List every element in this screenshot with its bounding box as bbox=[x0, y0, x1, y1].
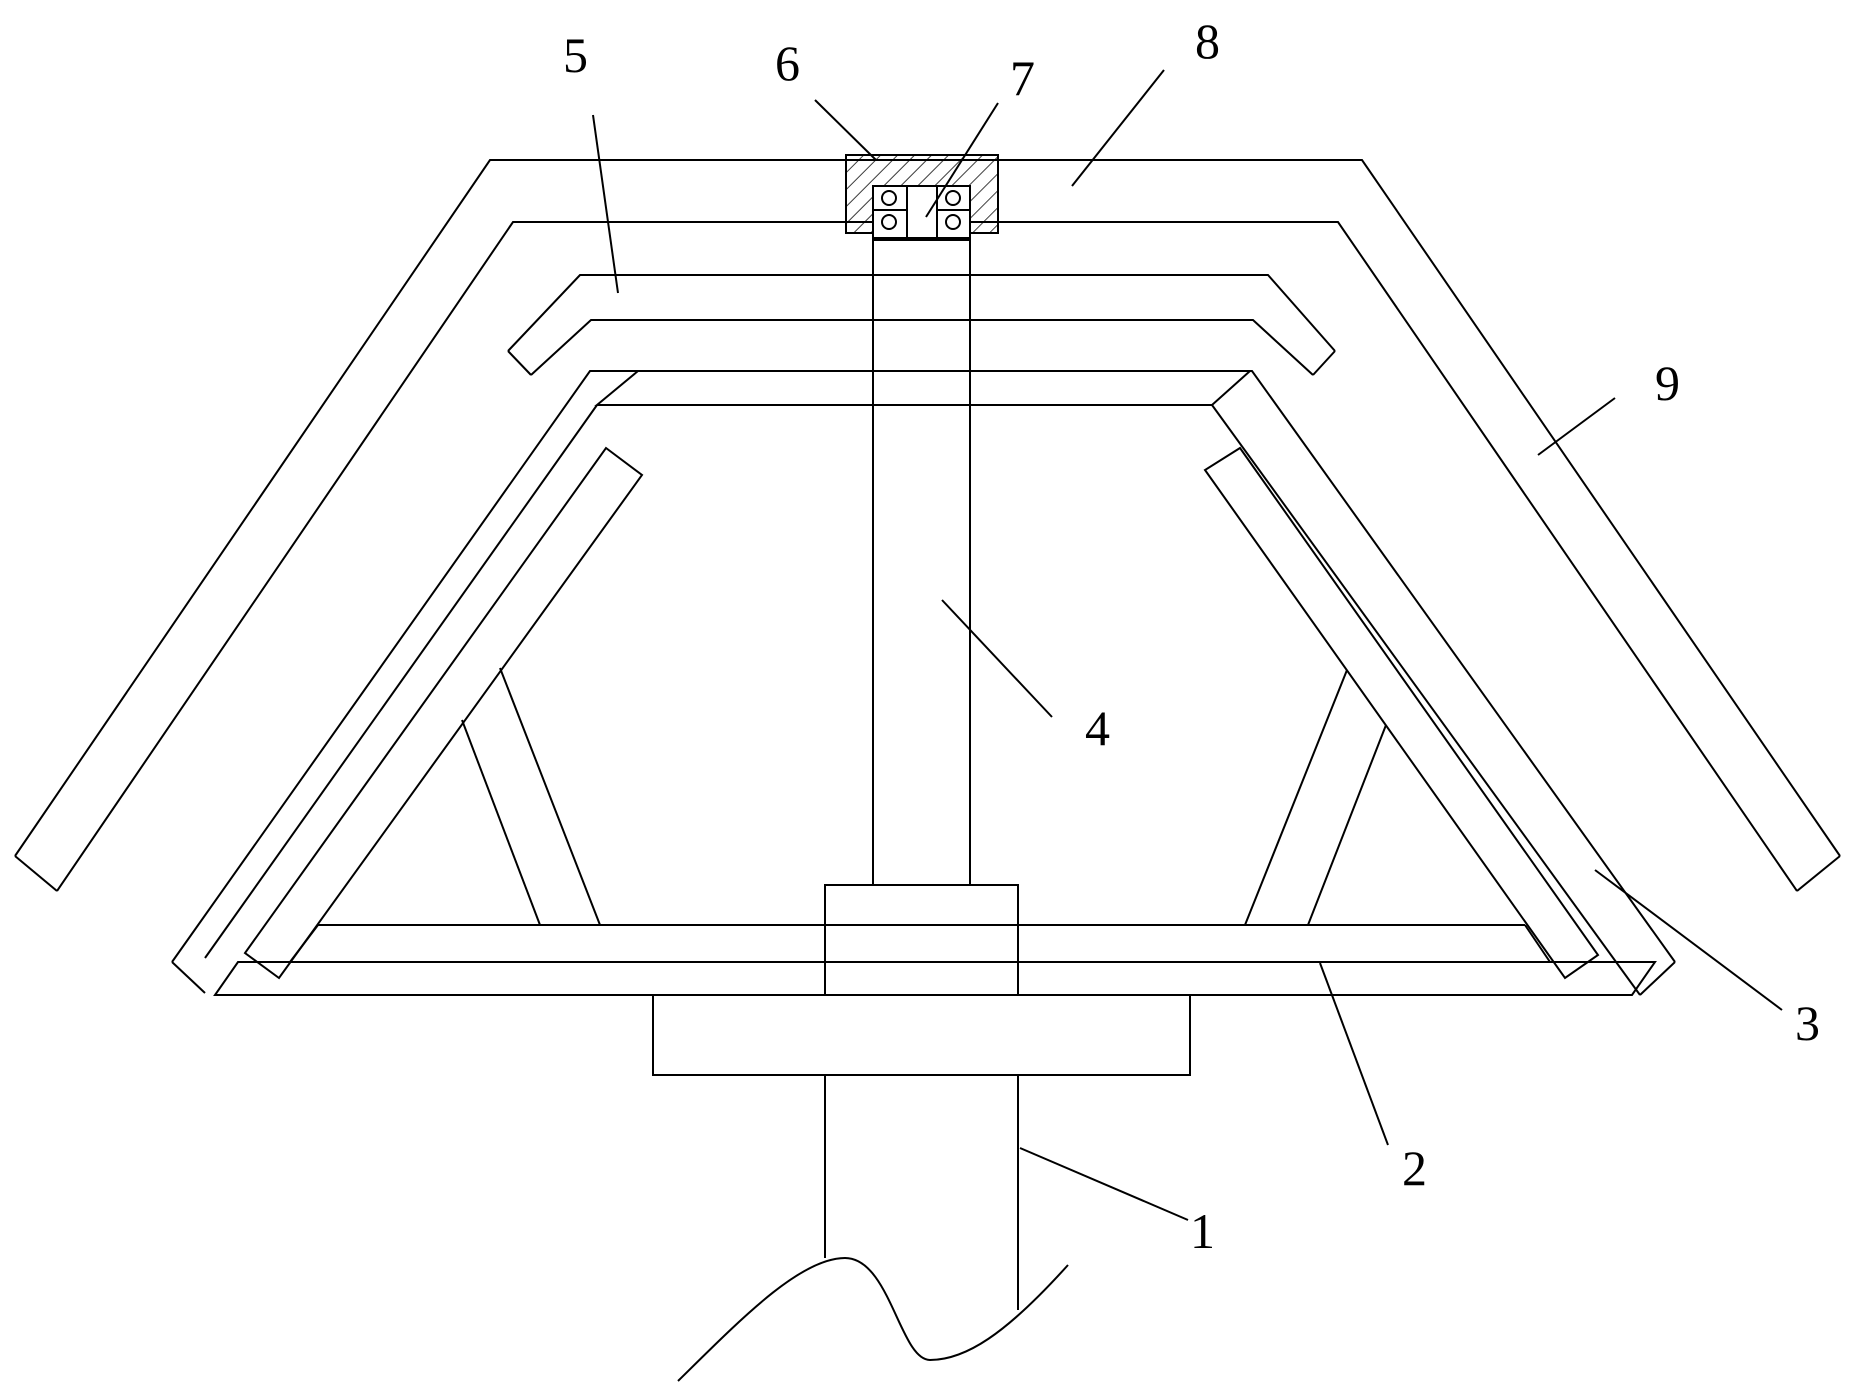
callout-labels: 1 2 3 4 5 6 7 8 9 bbox=[563, 13, 1820, 1259]
callout-7: 7 bbox=[1010, 50, 1035, 106]
leader-lines bbox=[592, 69, 1783, 1221]
callout-4: 4 bbox=[1085, 700, 1110, 756]
callout-2: 2 bbox=[1402, 1140, 1427, 1196]
callout-8: 8 bbox=[1195, 13, 1220, 69]
inner-canopy bbox=[507, 274, 1336, 376]
callout-6: 6 bbox=[775, 35, 800, 91]
outer-canopy bbox=[14, 159, 1841, 892]
bearing-housing bbox=[845, 154, 999, 239]
callout-9: 9 bbox=[1655, 355, 1680, 411]
callout-1: 1 bbox=[1190, 1203, 1215, 1259]
callout-3: 3 bbox=[1795, 995, 1820, 1051]
base-frame bbox=[213, 924, 1657, 1076]
central-shaft bbox=[824, 239, 1019, 996]
lower-pole bbox=[677, 1075, 1069, 1382]
callout-5: 5 bbox=[563, 27, 588, 83]
side-frame bbox=[171, 370, 1676, 996]
